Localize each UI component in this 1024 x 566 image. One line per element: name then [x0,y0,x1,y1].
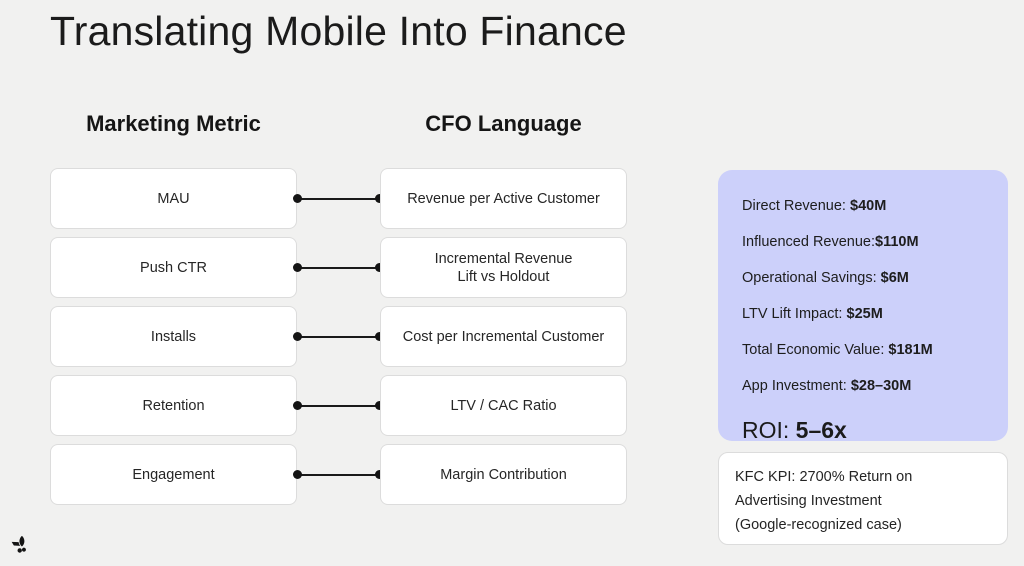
summary-value: $25M [846,306,883,322]
metric-node[interactable]: MAU [50,168,297,229]
column-header-cfo-language: CFO Language [425,111,582,136]
connector-dot-right [375,401,384,410]
mapping-row: Engagement Margin Contribution [0,444,660,505]
connector-dot-left [293,332,302,341]
summary-value: $110M [875,234,919,250]
note-line: KFC KPI: 2700% Return on [735,469,913,485]
summary-label: Influenced Revenue: [742,234,876,250]
leaf-logo-icon [10,534,32,556]
summary-line: Influenced Revenue:$110M [742,224,1008,260]
summary-value: $40M [850,198,887,214]
mapping-diagram: MAU Revenue per Active Customer Push CTR… [0,168,660,508]
connector-line [293,470,384,479]
cfo-node[interactable]: Margin Contribution [380,444,627,505]
summary-line: Operational Savings: $6M [742,260,1008,296]
kfc-kpi-note-card: KFC KPI: 2700% Return on Advertising Inv… [718,452,1008,545]
connector-line [293,332,384,341]
connector-dot-left [293,263,302,272]
mapping-row: Retention LTV / CAC Ratio [0,375,660,436]
summary-label: App Investment: [742,378,851,394]
connector-dot-left [293,194,302,203]
note-line: (Google-recognized case) [735,517,902,533]
connector-dot-left [293,470,302,479]
roi-line: ROI: 5–6x [742,417,1008,444]
mapping-row: MAU Revenue per Active Customer [0,168,660,229]
summary-label: Operational Savings: [742,270,881,286]
summary-line: App Investment: $28–30M [742,368,1008,404]
summary-value: $181M [888,342,933,358]
column-header-marketing-metric: Marketing Metric [86,111,261,136]
summary-line: Direct Revenue: $40M [742,188,1008,224]
cfo-node[interactable]: Cost per Incremental Customer [380,306,627,367]
summary-line: LTV Lift Impact: $25M [742,296,1008,332]
connector-dot-right [375,332,384,341]
connector-dot-right [375,470,384,479]
connector-dot-right [375,263,384,272]
note-line: Advertising Investment [735,493,882,509]
connector-line [293,263,384,272]
summary-value: $28–30M [850,378,912,394]
connector-dot-left [293,401,302,410]
connector-line [293,401,384,410]
cfo-node[interactable]: Revenue per Active Customer [380,168,627,229]
cfo-node[interactable]: LTV / CAC Ratio [380,375,627,436]
connector-dot-right [375,194,384,203]
metric-node[interactable]: Retention [50,375,297,436]
summary-label: Direct Revenue: [742,198,850,214]
metric-node[interactable]: Engagement [50,444,297,505]
summary-label: Total Economic Value: [742,342,889,358]
summary-line: Total Economic Value: $181M [742,332,1008,368]
mapping-row: Installs Cost per Incremental Customer [0,306,660,367]
economic-summary-panel: Direct Revenue: $40M Influenced Revenue:… [718,170,1008,444]
roi-value: 5–6x [795,417,847,443]
roi-label: ROI: [742,417,796,443]
connector-line [293,194,384,203]
summary-label: LTV Lift Impact: [742,306,847,322]
metric-node[interactable]: Push CTR [50,237,297,298]
page-title: Translating Mobile Into Finance [50,8,627,54]
summary-value: $6M [880,270,909,286]
metric-node[interactable]: Installs [50,306,297,367]
